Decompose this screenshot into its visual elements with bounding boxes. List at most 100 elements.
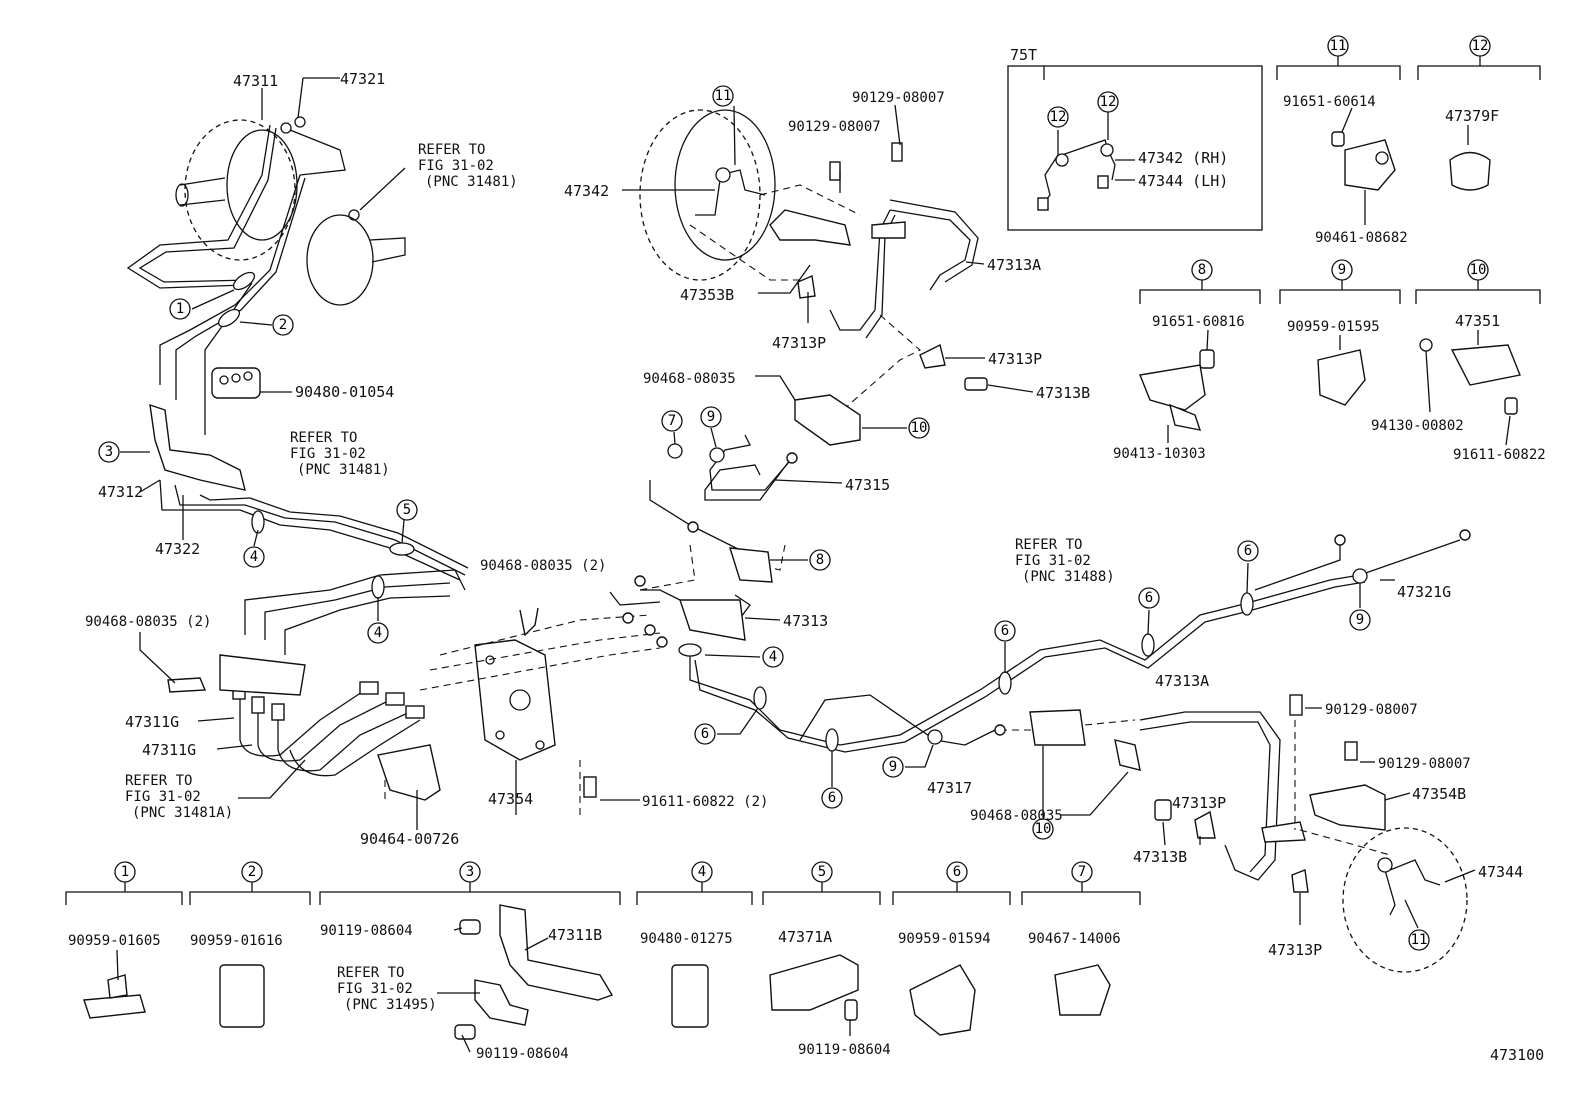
diagram-text-67: 90468-08035 — [643, 371, 736, 387]
diagram-text-73: FIG 31-02 — [1015, 553, 1091, 569]
label-47322: 47322 — [155, 540, 200, 558]
label-47313P-d: 47313P — [1268, 941, 1322, 959]
dashed-leaders — [384, 314, 1136, 820]
rear-disc-lower — [1294, 720, 1468, 973]
label-47321: 47321 — [340, 70, 385, 88]
diagram-text-46: (PNC 31481) — [297, 462, 390, 478]
bracket-47354 — [474, 639, 556, 761]
diagram-text-53: FIG 31-02 — [125, 789, 201, 805]
leader-lines — [116, 66, 1511, 1053]
diagram-text-10: 7 — [668, 413, 676, 429]
label-47321G: 47321G — [1397, 583, 1451, 601]
diagram-text-71: 90468-08035 — [970, 808, 1063, 824]
inset-75T-label: 75T — [1010, 46, 1037, 64]
label-47311G-b: 47311G — [142, 741, 196, 759]
diagram-text-98: FIG 31-02 — [337, 981, 413, 997]
diagram-text-95: 90119-08604 — [320, 923, 413, 939]
diagram-text-4: 2 — [279, 317, 287, 333]
diagram-text-94: 90959-01616 — [190, 933, 283, 949]
label-47313A-a: 47313A — [987, 256, 1041, 274]
diagram-text-92: 91611-60822 — [1453, 447, 1546, 463]
label-47353B: 47353B — [680, 286, 734, 304]
diagram-text-18: 10 — [1035, 821, 1052, 837]
diagram-text-62: 90129-08007 — [788, 119, 881, 135]
diagram-text-93: 90959-01605 — [68, 933, 161, 949]
callout-circles: 1 2 3 4 5 4 11 7 9 10 8 4 6 6 9 10 6 6 6… — [98, 35, 1491, 951]
flex-hoses-front — [232, 681, 425, 777]
diagram-text-96: 47311B — [548, 926, 602, 944]
diagram-text-30: 10 — [1470, 262, 1487, 278]
diagram-text-63: 90129-08007 — [852, 90, 945, 106]
diagram-text-40: REFER TO — [418, 142, 485, 158]
diagram-text-19: 6 — [1001, 623, 1009, 639]
diagram-text-20: 6 — [1145, 590, 1153, 606]
diagram-text-7: 5 — [403, 502, 411, 518]
diagram-text-44: REFER TO — [290, 430, 357, 446]
diagram-text-87: 91651-60816 — [1152, 314, 1245, 330]
diagram-text-5: 3 — [105, 444, 113, 460]
diagram-text-97: REFER TO — [337, 965, 404, 981]
diagram-text-104: 90959-01594 — [898, 931, 991, 947]
part-labels: 47311 47321 REFER TO FIG 31-02 (PNC 3148… — [85, 70, 1546, 959]
pipe-47315 — [704, 434, 796, 501]
label-47344LH: 47344 (LH) — [1138, 172, 1228, 190]
diagram-text-26: 11 — [1330, 38, 1347, 54]
rear-disc-upper — [639, 109, 861, 281]
label-47315: 47315 — [845, 476, 890, 494]
label-47342RH: 47342 (RH) — [1138, 149, 1228, 167]
diagram-text-13: 8 — [816, 552, 824, 568]
diagram-text-58: 90468-08035 (2) — [480, 558, 606, 574]
diagram-text-12: 10 — [911, 420, 928, 436]
diagram-text-78: 90129-08007 — [1378, 756, 1471, 772]
label-47317: 47317 — [927, 779, 972, 797]
diagram-text-54: (PNC 31481A) — [132, 805, 233, 821]
diagram-text-11: 9 — [707, 409, 715, 425]
diagram-text-21: 6 — [1244, 543, 1252, 559]
bottom-legend: 90959-01605 90959-01616 90119-08604 4731… — [68, 923, 1544, 1064]
diagram-text-17: 9 — [889, 759, 897, 775]
label-47313B-b: 47313B — [1133, 848, 1187, 866]
label-47354: 47354 — [488, 790, 533, 808]
diagram-text-32: 2 — [248, 864, 256, 880]
diagram-text-3: 1 — [176, 301, 184, 317]
diagram-code: 473100 — [1490, 1046, 1544, 1064]
diagram-text-52: REFER TO — [125, 773, 192, 789]
diagram-text-91: 94130-00802 — [1371, 418, 1464, 434]
diagram-text-23: 11 — [1411, 932, 1428, 948]
label-47313A-b: 47313A — [1155, 672, 1209, 690]
diagram-text-6: 4 — [250, 549, 258, 565]
hose-47313A-lower — [1139, 711, 1386, 881]
legend-part-drawings — [83, 131, 1521, 1040]
label-47313P-b: 47313P — [988, 350, 1042, 368]
label-47351: 47351 — [1455, 312, 1500, 330]
inset-75T: 75T 47342 (RH) 47344 (LH) — [1007, 46, 1263, 231]
diagram-text-24: 12 — [1050, 109, 1067, 125]
label-47342: 47342 — [564, 182, 609, 200]
diagram-text-16: 6 — [828, 790, 836, 806]
diagram-text-57: 91611-60822 (2) — [642, 794, 768, 810]
diagram-text-33: 3 — [466, 864, 474, 880]
label-47313P-c: 47313P — [1172, 794, 1226, 812]
small-parts — [149, 142, 1471, 893]
diagram-text-41: FIG 31-02 — [418, 158, 494, 174]
label-47313P-a: 47313P — [772, 334, 826, 352]
diagram-text-105: 90467-14006 — [1028, 931, 1121, 947]
diagram-text-29: 9 — [1338, 262, 1346, 278]
label-47313: 47313 — [783, 612, 828, 630]
label-47312: 47312 — [98, 483, 143, 501]
diagram-text-9: 11 — [715, 88, 732, 104]
diagram-text-36: 6 — [953, 864, 961, 880]
diagram-text-102: 47371A — [778, 928, 832, 946]
label-47313B-a: 47313B — [1036, 384, 1090, 402]
label-47354B: 47354B — [1412, 785, 1466, 803]
diagram-text-100: 90119-08604 — [476, 1046, 569, 1062]
diagram-text-45: FIG 31-02 — [290, 446, 366, 462]
label-47311: 47311 — [233, 72, 278, 90]
diagram-text-42: (PNC 31481) — [425, 174, 518, 190]
diagram-text-31: 1 — [121, 864, 129, 880]
diagram-text-85: 90461-08682 — [1315, 230, 1408, 246]
diagram-text-89: 90959-01595 — [1287, 319, 1380, 335]
hose-47313A-upper — [769, 199, 979, 339]
diagram-text-14: 4 — [769, 649, 777, 665]
brake-booster-illustration — [175, 116, 406, 306]
